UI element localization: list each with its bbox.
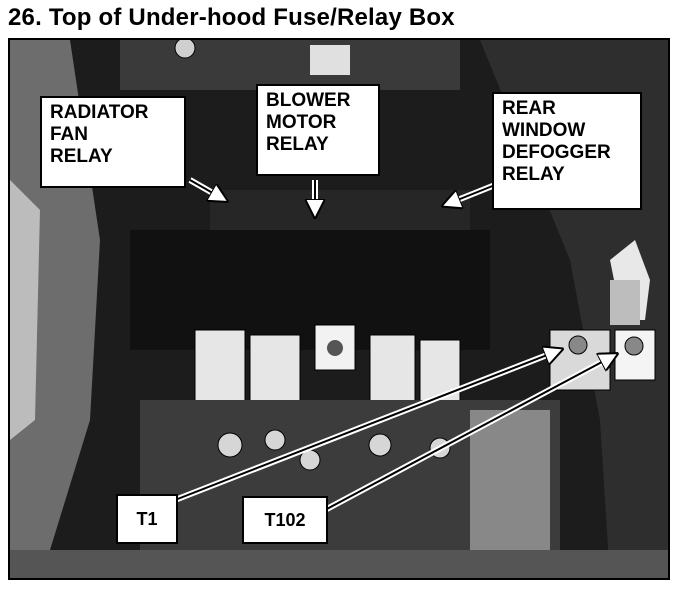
t1-label: T1 xyxy=(116,494,178,544)
label-line: DEFOGGER xyxy=(502,142,611,163)
label-line: FAN xyxy=(50,124,88,145)
label-line: BLOWER xyxy=(266,90,351,111)
label-line: RELAY xyxy=(502,164,565,185)
page-title: 26. Top of Under-hood Fuse/Relay Box xyxy=(8,4,455,31)
label-line: WINDOW xyxy=(502,120,586,141)
rear-window-defogger-relay-label: REAR WINDOW DEFOGGER RELAY xyxy=(492,92,642,210)
t102-label: T102 xyxy=(242,496,328,544)
blower-motor-relay-label: BLOWER MOTOR RELAY xyxy=(256,84,380,176)
label-line: MOTOR xyxy=(266,112,337,133)
label-line: REAR xyxy=(502,98,556,119)
radiator-fan-relay-label: RADIATOR FAN RELAY xyxy=(40,96,186,188)
fuse-relay-box-photo: RADIATOR FAN RELAY BLOWER MOTOR RELAY RE… xyxy=(8,38,670,580)
label-line: RADIATOR xyxy=(50,102,149,123)
label-line: RELAY xyxy=(50,146,113,167)
label-line: RELAY xyxy=(266,134,329,155)
